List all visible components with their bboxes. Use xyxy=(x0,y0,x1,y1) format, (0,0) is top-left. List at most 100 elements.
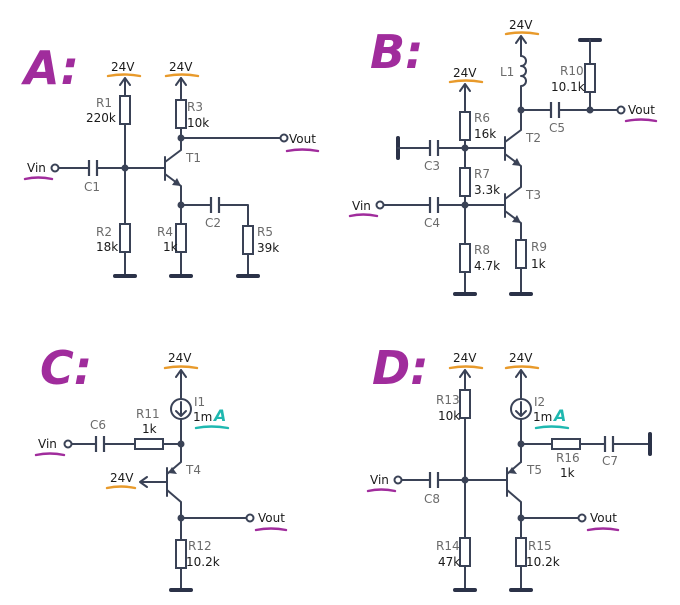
d-r15-value: 10.2k xyxy=(526,555,560,569)
b-r9-name: R9 xyxy=(531,240,547,254)
b-r10-value: 10.1k xyxy=(551,80,585,94)
a-r2-value: 18k xyxy=(96,240,118,254)
d-c8-label: C8 xyxy=(424,492,440,506)
c-c6-label: C6 xyxy=(90,418,106,432)
b-c4-label: C4 xyxy=(424,216,440,230)
a-r1-value: 220k xyxy=(86,111,116,125)
c-r11-value: 1k xyxy=(142,422,157,436)
c-supply-24v-base: 24V xyxy=(110,471,134,485)
a-r1-resistor xyxy=(119,95,131,125)
a-vin-label: Vin xyxy=(27,161,46,175)
b-vin-terminal xyxy=(375,200,385,210)
d-r16-name: R16 xyxy=(556,451,580,465)
a-vout-label: Vout xyxy=(289,132,316,146)
d-r14-name: R14 xyxy=(436,539,460,553)
a-vout-terminal xyxy=(279,133,289,143)
d-supply-24v-right: 24V xyxy=(509,351,533,365)
c-r12-name: R12 xyxy=(188,539,212,553)
d-c7-label: C7 xyxy=(602,454,618,468)
b-r9-resistor xyxy=(515,239,527,269)
c-r12-resistor xyxy=(175,539,187,569)
d-r13-resistor xyxy=(459,389,471,419)
c-i1-name: I1 xyxy=(194,395,205,409)
a-r4-value: 1k xyxy=(163,240,178,254)
c-vout-label: Vout xyxy=(258,511,285,525)
panel-a-label: A: xyxy=(21,41,79,95)
d-r14-value: 47k xyxy=(438,555,460,569)
c-i1-unit: A xyxy=(212,406,226,425)
c-vout-terminal xyxy=(245,513,255,523)
b-c5-label: C5 xyxy=(549,121,565,135)
a-r3-resistor xyxy=(175,99,187,129)
b-r8-name: R8 xyxy=(474,243,490,257)
b-c3-label: C3 xyxy=(424,159,440,173)
d-r16-value: 1k xyxy=(560,466,575,480)
panel-c: C: 24V I1 1m A C6 R11 1k Vin T4 24V xyxy=(34,341,288,592)
a-r3-name: R3 xyxy=(187,100,203,114)
a-r4-name: R4 xyxy=(157,225,173,239)
b-vout-terminal xyxy=(616,105,626,115)
b-vin-label: Vin xyxy=(352,199,371,213)
c-r11-name: R11 xyxy=(136,407,160,421)
panel-c-label: C: xyxy=(40,341,92,395)
b-r8-resistor xyxy=(459,243,471,273)
b-r7-name: R7 xyxy=(474,167,490,181)
a-c1-label: C1 xyxy=(84,180,100,194)
d-r14-resistor xyxy=(459,537,471,567)
c-r12-value: 10.2k xyxy=(186,555,220,569)
a-supply-24v-left: 24V xyxy=(111,60,135,74)
a-r5-value: 39k xyxy=(257,241,279,255)
a-r2-name: R2 xyxy=(96,225,112,239)
c-i1-value: 1m xyxy=(193,410,212,424)
a-c2-label: C2 xyxy=(205,216,221,230)
d-vout-terminal xyxy=(577,513,587,523)
b-r8-value: 4.7k xyxy=(474,259,500,273)
b-t3-label: T3 xyxy=(525,188,541,202)
b-supply-24v-top: 24V xyxy=(509,18,533,32)
panel-d: D: 24V R13 10k R14 47k C8 Vin 24V I2 1m … xyxy=(366,341,652,592)
b-r9-value: 1k xyxy=(531,257,546,271)
c-vin-terminal xyxy=(63,439,73,449)
a-t1-label: T1 xyxy=(185,151,201,165)
panel-a: A: 24V 24V R1 220k R2 18k C1 Vin T1 xyxy=(21,41,320,278)
c-t4-label: T4 xyxy=(185,463,201,477)
b-r7-resistor xyxy=(459,167,471,197)
b-r10-resistor xyxy=(584,63,596,93)
a-r4-resistor xyxy=(175,223,187,253)
b-r10-name: R10 xyxy=(560,64,584,78)
panel-d-label: D: xyxy=(372,341,429,395)
b-vout-label: Vout xyxy=(628,103,655,117)
panel-b-label: B: xyxy=(370,25,423,79)
d-r15-resistor xyxy=(515,537,527,567)
d-r15-name: R15 xyxy=(528,539,552,553)
d-t5-label: T5 xyxy=(526,463,542,477)
a-vin-terminal xyxy=(50,163,60,173)
d-r16-resistor xyxy=(551,438,581,450)
d-i2-value: 1m xyxy=(533,410,552,424)
a-r1-name: R1 xyxy=(96,96,112,110)
a-r5-resistor xyxy=(242,225,254,255)
a-r3-value: 10k xyxy=(187,116,209,130)
d-vout-label: Vout xyxy=(590,511,617,525)
a-supply-24v-right: 24V xyxy=(169,60,193,74)
d-r13-value: 10k xyxy=(438,409,460,423)
d-vin-terminal xyxy=(393,475,403,485)
c-r11-resistor xyxy=(134,438,164,450)
b-l1-inductor xyxy=(520,55,527,111)
a-r2-resistor xyxy=(119,223,131,253)
c-vin-label: Vin xyxy=(38,437,57,451)
b-supply-24v-left: 24V xyxy=(453,66,477,80)
d-i2-name: I2 xyxy=(534,395,545,409)
b-t2-label: T2 xyxy=(525,131,541,145)
d-vin-label: Vin xyxy=(370,473,389,487)
d-supply-24v-left: 24V xyxy=(453,351,477,365)
a-r5-name: R5 xyxy=(257,225,273,239)
d-r13-name: R13 xyxy=(436,393,460,407)
panel-b: B: 24V L1 R10 10.1k C5 Vout T2 T3 xyxy=(348,18,658,296)
c-supply-24v-top: 24V xyxy=(168,351,192,365)
b-r7-value: 3.3k xyxy=(474,183,500,197)
b-r6-resistor xyxy=(459,111,471,141)
d-i2-unit: A xyxy=(552,406,566,425)
